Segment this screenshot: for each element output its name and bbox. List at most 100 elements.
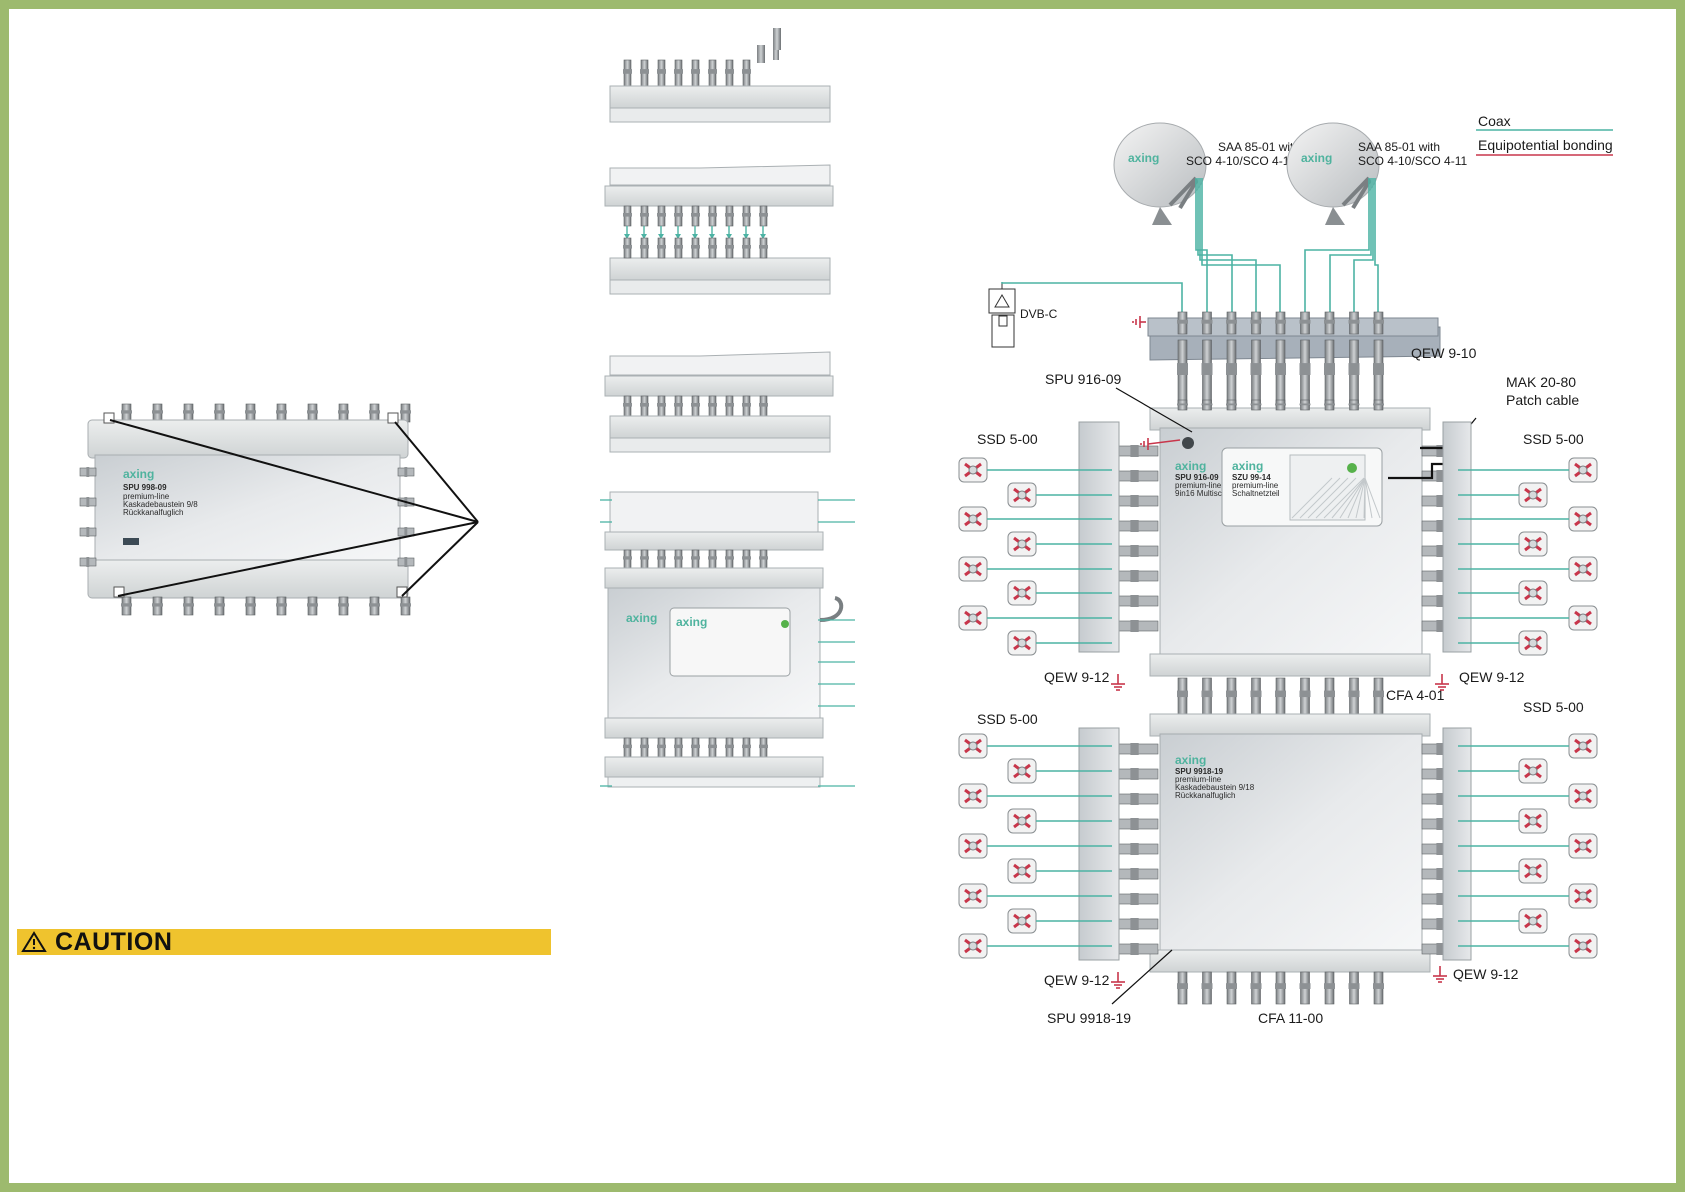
szu-model: SZU 99-14 — [1232, 473, 1271, 482]
step2-input-connector — [759, 237, 768, 259]
qew-ml-plate — [1078, 421, 1120, 653]
step4-cascade-connector — [742, 737, 751, 758]
step3-device — [604, 351, 834, 453]
step4-connector — [708, 549, 717, 569]
ground-symbol — [1111, 674, 1125, 691]
szu-vent-line — [1339, 477, 1366, 519]
step2-arrowhead — [743, 234, 749, 239]
qew-grounding-block — [1324, 339, 1335, 407]
spu998-logo-mark — [123, 538, 139, 545]
spu998-input-connector — [214, 403, 225, 423]
cfa-4-01-connector — [1373, 677, 1384, 715]
cfa-11-00-terminator — [1177, 971, 1188, 1005]
ssd-5-00-outlet — [1007, 580, 1037, 606]
ssd-5-00-outlet — [1568, 733, 1598, 759]
step3-connector — [674, 395, 683, 417]
lnb-coax-left — [1201, 178, 1281, 312]
qew-top-connector — [1373, 311, 1384, 335]
step2-input-connector — [742, 237, 751, 259]
qew-mr-label: QEW 9-12 — [1459, 669, 1525, 685]
cfa-4-01-connector — [1348, 677, 1360, 715]
step4-cascade-connector — [725, 737, 734, 758]
step2-arrowhead — [624, 234, 630, 239]
ssd-5-00-outlet — [958, 506, 988, 532]
spu916-input-connector — [1373, 399, 1384, 411]
step3-connector — [759, 395, 768, 417]
step2-connector — [657, 205, 666, 227]
spu998-left-port — [79, 497, 97, 507]
szu-vent-line — [1364, 477, 1373, 519]
step3-connector — [623, 395, 632, 417]
qew-top-label: QEW 9-10 — [1411, 345, 1477, 361]
spu916-brand: axing — [1175, 459, 1206, 473]
step2-connector — [623, 205, 632, 227]
szu-vent-line — [1291, 477, 1333, 519]
step2-arrowhead — [709, 234, 715, 239]
szu-99-14-psu: axing SZU 99-14 premium-line Schaltnetzt… — [1221, 447, 1383, 527]
step3-connector — [691, 395, 700, 417]
lnb-coax-right — [1304, 178, 1370, 312]
lnb-coax-right — [1329, 178, 1372, 312]
spu998-input-connector — [369, 403, 380, 423]
ssd-tr-label: SSD 5-00 — [1523, 431, 1584, 447]
qew-top-connector — [1324, 311, 1335, 335]
lnb-coax-cables — [1195, 178, 1379, 312]
ssd-5-00-outlet — [1568, 933, 1598, 959]
ssd-5-00-outlet — [958, 556, 988, 582]
spu998-output-connector — [245, 596, 256, 616]
step2-input-connector — [725, 237, 734, 259]
step1-connector — [708, 59, 717, 87]
ground-symbol — [1111, 972, 1125, 989]
step4-cascade-connector — [623, 737, 632, 758]
spu998-model: SPU 998-09 — [123, 483, 167, 492]
step2-input-connector — [691, 237, 700, 259]
ssd-5-00-outlet — [1518, 580, 1548, 606]
qew-bl-label: QEW 9-12 — [1044, 972, 1110, 988]
qew-top-connector — [1275, 311, 1286, 335]
szu-vent-line — [1355, 477, 1366, 519]
system-diagram: Coax Equipotential bonding axing SAA 85-… — [958, 113, 1613, 1026]
ssd-5-00-outlet — [1568, 783, 1598, 809]
spu998-output-connector — [152, 596, 163, 616]
ssd-5-00-outlet — [1518, 858, 1548, 884]
step2-connector — [674, 205, 683, 227]
qew-grounding-block — [1299, 339, 1311, 407]
legend-coax-label: Coax — [1478, 113, 1511, 129]
spu998-input-connector — [245, 403, 256, 423]
ssd-5-00-outlet — [958, 733, 988, 759]
spu-9918-19-device: axing SPU 9918-19 premium-line Kaskadeba… — [1111, 713, 1459, 1005]
spu998-left-port — [79, 467, 97, 477]
dvbc-coax — [1001, 282, 1183, 312]
cfa-top-label: CFA 4-01 — [1386, 687, 1445, 703]
cfa-4-01-connector — [1177, 677, 1188, 715]
screw-pointer-lines — [109, 419, 479, 597]
step2-connector — [640, 205, 649, 227]
step4-connector — [674, 549, 683, 569]
mak-label-1: MAK 20-80 — [1506, 374, 1576, 390]
step2-input-connector — [640, 237, 649, 259]
saa-left-line1: SAA 85-01 with — [1218, 140, 1300, 154]
ssd-outlets — [958, 457, 1598, 959]
spu-top-label: SPU 916-09 — [1045, 371, 1121, 387]
saa-left-line2: SCO 4-10/SCO 4-11 — [1186, 154, 1295, 168]
step4-cascade-connector — [691, 737, 700, 758]
cfa-11-00-terminator — [1373, 971, 1384, 1005]
szu-vent-line — [1347, 477, 1366, 519]
ground-symbol-spu916 — [1140, 438, 1149, 450]
step2-arrowhead — [726, 234, 732, 239]
ssd-5-00-outlet — [1518, 908, 1548, 934]
cfa-bottom-label: CFA 11-00 — [1258, 1010, 1323, 1026]
step3-connector — [742, 395, 751, 417]
lnb-coax-left — [1199, 178, 1257, 312]
spu9918-model: SPU 9918-19 — [1175, 767, 1224, 776]
step4-cascade-connector — [657, 737, 666, 758]
ssd-5-00-outlet — [958, 933, 988, 959]
caution-banner: CAUTION — [17, 928, 551, 956]
spu916-input-connector — [1348, 399, 1360, 411]
dvbc-amplifier — [988, 282, 1016, 348]
ssd-5-00-outlet — [1568, 506, 1598, 532]
ground-symbol — [1435, 674, 1449, 691]
qew-top-connector — [1226, 311, 1237, 335]
step2-arrowhead — [641, 234, 647, 239]
ssd-bl-label: SSD 5-00 — [977, 711, 1038, 727]
